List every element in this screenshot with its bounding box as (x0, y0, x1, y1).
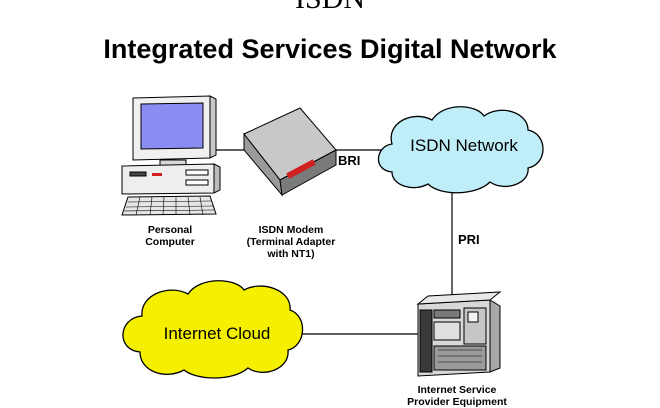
pc-label-line2: Computer (145, 236, 195, 248)
page-title: Integrated Services Digital Network (103, 34, 557, 64)
pc-label: Personal Computer (120, 224, 220, 248)
internet-cloud-label: Internet Cloud (163, 324, 271, 343)
bri-label: BRI (338, 153, 361, 168)
isdn-network-cloud (377, 106, 544, 194)
pri-label: PRI (458, 232, 480, 247)
pc-label-line1: Personal (147, 224, 193, 236)
isdn-modem-icon (243, 107, 337, 197)
isdn-network-label: ISDN Network (410, 136, 518, 155)
isp-label-line2: Provider Equipment (407, 396, 507, 408)
modem-label-line1: ISDN Modem (258, 224, 324, 236)
monitor-screen (140, 102, 204, 150)
modem-led (286, 159, 316, 179)
modem-label: ISDN Modem (Terminal Adapter with NT1) (232, 224, 350, 260)
isp-equipment-icon (416, 291, 502, 377)
isp-label: Internet Service Provider Equipment (392, 384, 522, 408)
personal-computer-icon (121, 95, 221, 216)
top-title: ISDN (0, 0, 660, 14)
internet-cloud (122, 280, 304, 379)
isp-label-line1: Internet Service (417, 384, 497, 396)
modem-label-line3: with NT1) (267, 248, 315, 260)
modem-label-line2: (Terminal Adapter (246, 236, 336, 248)
